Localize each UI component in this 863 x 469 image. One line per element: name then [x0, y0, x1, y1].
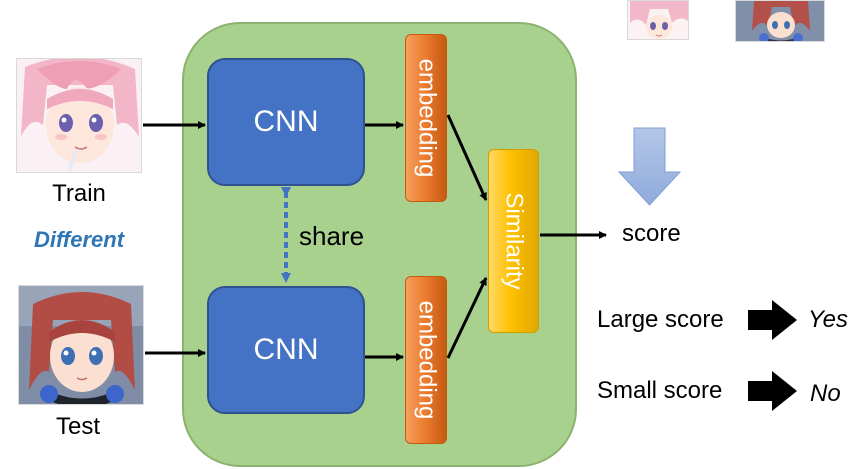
large-score-label: Large score: [597, 306, 724, 333]
score-label: score: [622, 220, 681, 247]
cnn-top-block: CNN: [207, 58, 365, 186]
thumbnail-test: [735, 0, 825, 42]
cnn-bottom-block: CNN: [207, 286, 365, 414]
embedding-top-block: embedding: [405, 34, 447, 202]
right-arrow-icon-small: [748, 371, 797, 411]
embedding-bottom-block: embedding: [405, 276, 447, 444]
cnn-bottom-label: CNN: [253, 333, 319, 366]
cnn-top-label: CNN: [253, 105, 319, 138]
similarity-block: Similarity: [488, 149, 539, 333]
test-image: [18, 285, 144, 405]
share-label: share: [299, 221, 365, 251]
train-label: Train: [52, 180, 106, 207]
arrow-embedding-top-to-similarity: [446, 114, 488, 201]
arrow-embedding-bottom-to-similarity: [446, 277, 488, 359]
thumbnail-train: [627, 0, 689, 40]
train-image: [16, 58, 142, 173]
right-arrow-icon-large: [748, 300, 797, 340]
different-label: Different: [33, 227, 125, 252]
test-label: Test: [55, 413, 100, 440]
no-label: No: [810, 380, 841, 407]
small-score-label: Small score: [597, 377, 723, 404]
yes-label: Yes: [808, 306, 849, 333]
down-arrow-icon: [617, 127, 682, 206]
